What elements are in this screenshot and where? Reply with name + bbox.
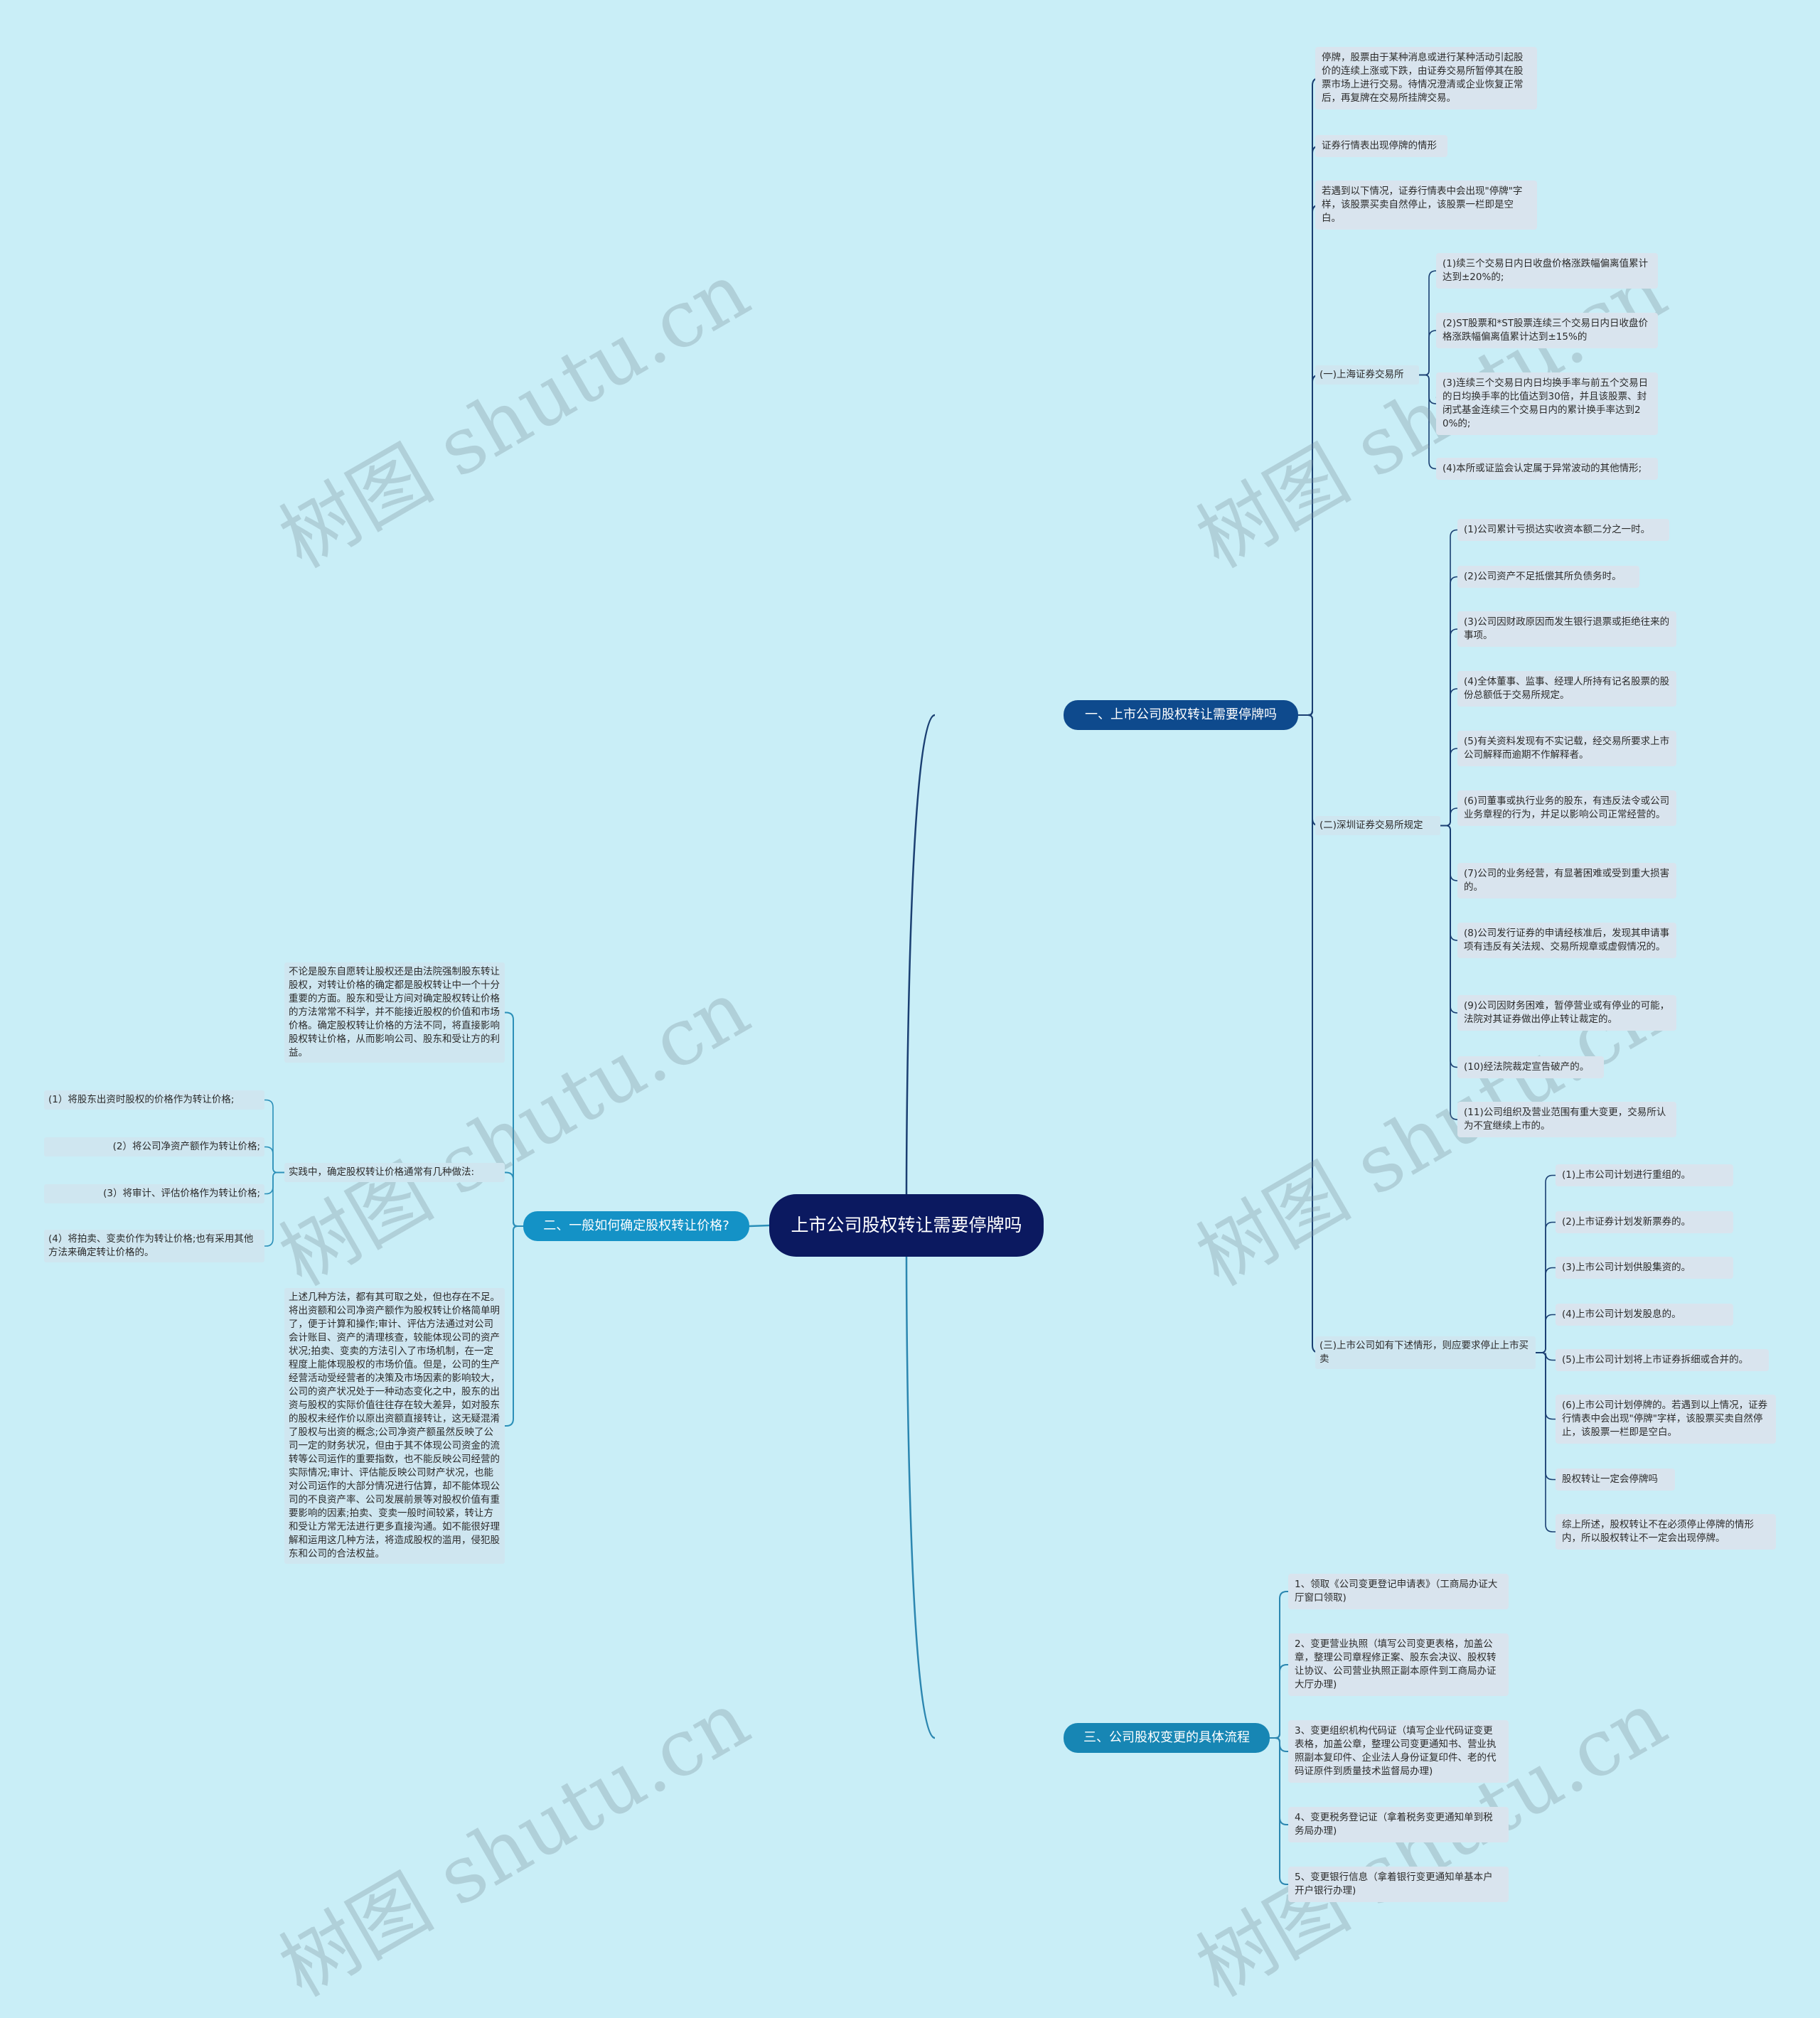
connector-line [1270,1737,1288,1752]
watermark: 树图 shutu.cn [265,1673,764,2014]
practice-node[interactable]: 实践中，确定股权转让价格通常有几种做法: [284,1163,505,1182]
connector-line [1536,1267,1556,1353]
listed-company-item[interactable]: (5)上市公司计划将上市证券拆细或合并的。 [1556,1349,1769,1371]
connector-line [1440,825,1458,1014]
connector-line [1270,1664,1288,1739]
intro-node[interactable]: 证券行情表出现停牌的情形 [1315,135,1447,157]
connector-line [1536,1352,1556,1533]
listed-company-item[interactable]: 股权转让一定会停牌吗 [1556,1469,1675,1491]
connector-line [905,714,936,1195]
intro-node[interactable]: 若遇到以下情况，证券行情表中会出现"停牌"字样，该股票买卖自然停止，该股票一栏即… [1315,181,1537,230]
shenzhen-item[interactable]: (11)公司组织及营业范围有重大变更，交易所认为不宜继续上市的。 [1457,1102,1676,1137]
connector-line [1298,77,1320,716]
procedure-step[interactable]: 2、变更营业执照（填写公司变更表格，加盖公章，整理公司章程修正案、股东会决议、股… [1288,1633,1509,1696]
connector-line [1298,374,1320,716]
connector-line [1270,1737,1288,1885]
connector-line [1298,204,1320,716]
connector-line [1298,145,1320,716]
shenzhen-item[interactable]: (2)公司资产不足抵偿其所负债务时。 [1457,566,1639,588]
connector-line [1536,1314,1556,1353]
connector-line [1298,714,1320,827]
shenzhen-item[interactable]: (9)公司因财务困难，暂停营业或有停业的可能，法院对其证券做出停止转让裁定的。 [1457,995,1676,1031]
connector-line [1298,714,1320,1353]
connector-line [1440,807,1458,827]
connector-line [1440,748,1458,827]
listed-company-item[interactable]: (3)上市公司计划供股集资的。 [1556,1257,1733,1279]
connector-line [905,1256,936,1739]
shanghai-item[interactable]: (2)ST股票和*ST股票连续三个交易日内日收盘价格涨跌幅偏离值累计达到±15%… [1436,313,1658,348]
connector-lines [264,77,1556,1885]
branch-topic-1[interactable]: 一、上市公司股权转让需要停牌吗 [1064,700,1298,730]
connector-line [1270,1737,1288,1825]
connector-line [1419,330,1437,376]
connector-line [1440,529,1458,827]
price-summary-text[interactable]: 上述几种方法，都有其可取之处，但也存在不足。将出资额和公司净资产额作为股权转让价… [284,1288,505,1564]
connector-line [1536,1352,1556,1361]
connector-line [1419,374,1437,404]
shenzhen-item[interactable]: (10)经法院裁定宣告破产的。 [1457,1056,1604,1078]
listed-company-item[interactable]: (6)上市公司计划停牌的。若遇到以上情况，证券行情表中会出现"停牌"字样，该股票… [1556,1395,1776,1444]
connector-line [1440,825,1458,941]
price-intro-text[interactable]: 不论是股东自愿转让股权还是由法院强制股东转让股权，对转让价格的确定都是股权转让中… [284,962,505,1063]
shenzhen-item[interactable]: (1)公司累计亏损达实收资本额二分之一时。 [1457,519,1669,541]
connector-line [1440,576,1458,827]
connector-line [749,1224,770,1228]
intro-node[interactable]: 停牌，股票由于某种消息或进行某种活动引起股价的连续上涨或下跌，由证券交易所暂停其… [1315,47,1537,109]
listed-company-item[interactable]: (2)上市证券计划发新票券的。 [1556,1211,1733,1233]
connector-line [1440,825,1458,881]
shenzhen-exchange-node[interactable]: (二)深圳证券交易所规定 [1315,816,1440,835]
shanghai-exchange-node[interactable]: (一)上海证券交易所 [1315,365,1419,385]
connector-line [264,1146,284,1174]
shanghai-item[interactable]: (1)续三个交易日内日收盘价格涨跌幅偏离值累计达到±20%的; [1436,253,1658,289]
connector-line [264,1099,284,1174]
listed-company-item[interactable]: (1)上市公司计划进行重组的。 [1556,1164,1733,1186]
connector-line [505,1225,523,1427]
shenzhen-item[interactable]: (6)司董事或执行业务的股东，有违反法令或公司业务章程的行为，并足以影响公司正常… [1457,790,1676,826]
pricing-method[interactable]: (2）将公司净资产额作为转让价格; [44,1137,264,1156]
shenzhen-item[interactable]: (4)全体董事、监事、经理人所持有记名股票的股份总额低于交易所规定。 [1457,671,1676,707]
connector-line [1270,1591,1288,1739]
shenzhen-item[interactable]: (3)公司因财政原因而发生银行退票或拒绝往来的事项。 [1457,611,1676,647]
connector-line [264,1171,284,1247]
shanghai-item[interactable]: (3)连续三个交易日内日均换手率与前五个交易日的日均换手率的比值达到30倍，并且… [1436,372,1658,435]
pricing-method[interactable]: (1）将股东出资时股权的价格作为转让价格; [44,1090,264,1110]
procedure-step[interactable]: 3、变更组织机构代码证（填写企业代码证变更表格，加盖公章，整理公司变更通知书、营… [1288,1720,1509,1783]
branch-topic-2[interactable]: 二、一般如何确定股权转让价格? [523,1211,749,1241]
listed-company-item[interactable]: 综上所述，股权转让不在必须停止停牌的情形内，所以股权转让不一定会出现停牌。 [1556,1514,1776,1550]
connector-line [1440,825,1458,1068]
shenzhen-item[interactable]: (7)公司的业务经营，有显著困难或受到重大损害的。 [1457,863,1676,898]
connector-line [1536,1221,1556,1353]
connector-line [1440,628,1458,827]
connector-line [1440,688,1458,827]
connector-line [505,1171,523,1227]
connector-line [1440,825,1458,1120]
connector-line [1419,374,1437,470]
connector-line [1536,1352,1556,1481]
connector-line [1536,1352,1556,1420]
listed-company-item[interactable]: (4)上市公司计划发股息的。 [1556,1304,1733,1326]
pricing-method[interactable]: (3）将审计、评估价格作为转让价格; [44,1184,264,1203]
listed-company-node[interactable]: (三)上市公司如有下述情形，则应要求停止上市买卖 [1315,1336,1536,1369]
watermark: 树图 shutu.cn [265,245,764,586]
connector-line [264,1171,284,1195]
shanghai-item[interactable]: (4)本所或证监会认定属于异常波动的其他情形; [1436,458,1658,480]
pricing-method[interactable]: (4）将拍卖、变卖价作为转让价格;也有采用其他方法来确定转让价格的。 [44,1230,264,1262]
procedure-step[interactable]: 1、领取《公司变更登记申请表》（工商局办证大厅窗口领取) [1288,1574,1509,1609]
connector-line [505,1011,523,1227]
root-topic[interactable]: 上市公司股权转让需要停牌吗 [769,1194,1044,1257]
shenzhen-item[interactable]: (8)公司发行证券的申请经核准后，发现其申请事项有违反有关法规、交易所规章或虚假… [1457,923,1676,958]
connector-line [1419,270,1437,376]
connector-line [1536,1174,1556,1353]
procedure-step[interactable]: 4、变更税务登记证（拿着税务变更通知单到税务局办理) [1288,1807,1509,1842]
shenzhen-item[interactable]: (5)有关资料发现有不实记载，经交易所要求上市公司解释而逾期不作解释者。 [1457,731,1676,766]
branch-topic-3[interactable]: 三、公司股权变更的具体流程 [1064,1723,1270,1753]
procedure-step[interactable]: 5、变更银行信息（拿着银行变更通知单基本户开户银行办理) [1288,1867,1509,1902]
